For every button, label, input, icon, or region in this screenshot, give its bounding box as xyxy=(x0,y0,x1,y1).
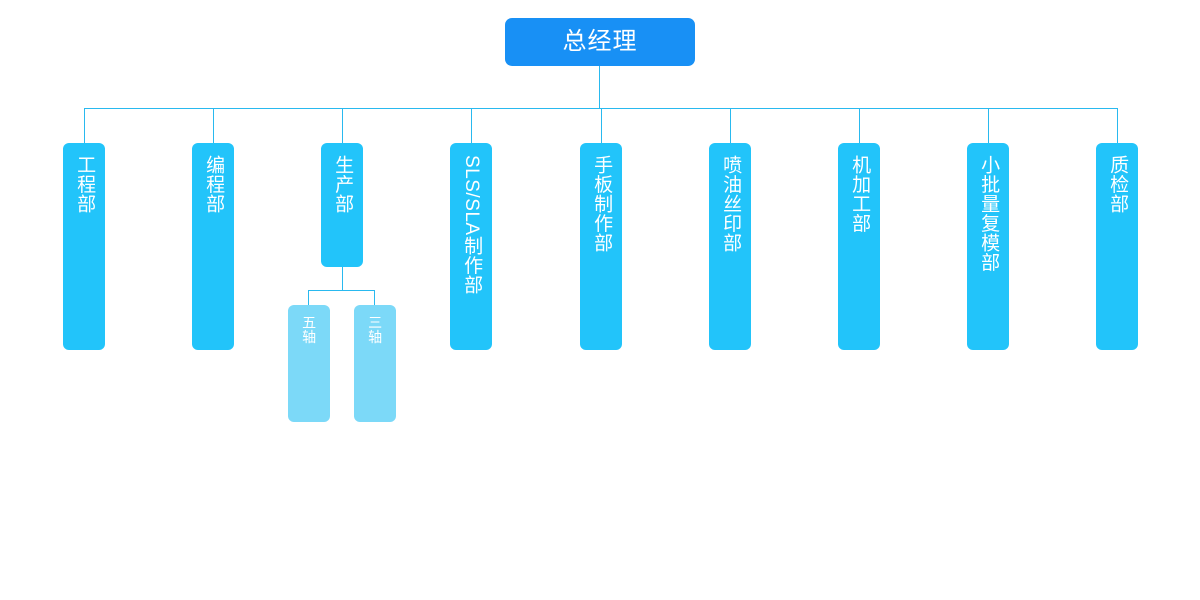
dept-label-engineering: 工程部 xyxy=(74,155,96,214)
connector-drop-4 xyxy=(471,108,473,143)
dept-label-sls-sla-fabrication: SLS/SLA制作部 xyxy=(461,155,483,295)
dept-node-machining[interactable]: 机加工部 xyxy=(838,143,880,350)
subdept-node-three-axis[interactable]: 三轴 xyxy=(354,305,396,422)
dept-node-production[interactable]: 生产部 xyxy=(321,143,363,267)
connector-production-drop-5axis xyxy=(308,290,310,305)
root-node-label: 总经理 xyxy=(562,28,638,55)
dept-node-engineering[interactable]: 工程部 xyxy=(63,143,105,350)
dept-node-quality-inspection[interactable]: 质检部 xyxy=(1096,143,1138,350)
connector-root-stem xyxy=(599,66,601,108)
subdept-label-five-axis: 五轴 xyxy=(301,315,318,344)
subdept-node-five-axis[interactable]: 五轴 xyxy=(288,305,330,422)
connector-drop-7 xyxy=(859,108,861,143)
dept-label-quality-inspection: 质检部 xyxy=(1107,155,1129,214)
dept-node-sls-sla-fabrication[interactable]: SLS/SLA制作部 xyxy=(450,143,492,350)
dept-node-painting-silkscreen[interactable]: 喷油丝印部 xyxy=(709,143,751,350)
connector-drop-9 xyxy=(1117,108,1119,143)
dept-label-prototype-making: 手板制作部 xyxy=(591,155,613,253)
dept-label-small-batch-duplication: 小批量复模部 xyxy=(978,155,1000,272)
connector-production-bus xyxy=(308,290,375,292)
dept-node-small-batch-duplication[interactable]: 小批量复模部 xyxy=(967,143,1009,350)
connector-drop-5 xyxy=(601,108,603,143)
dept-label-programming: 编程部 xyxy=(203,155,225,214)
root-node-general-manager[interactable]: 总经理 xyxy=(505,18,695,66)
connector-drop-8 xyxy=(988,108,990,143)
connector-production-drop-3axis xyxy=(374,290,376,305)
subdept-label-three-axis: 三轴 xyxy=(367,315,384,344)
dept-label-machining: 机加工部 xyxy=(849,155,871,233)
dept-node-programming[interactable]: 编程部 xyxy=(192,143,234,350)
connector-drop-1 xyxy=(84,108,86,143)
dept-label-production: 生产部 xyxy=(332,155,354,214)
connector-production-stem xyxy=(342,267,344,290)
dept-node-prototype-making[interactable]: 手板制作部 xyxy=(580,143,622,350)
connector-drop-3 xyxy=(342,108,344,143)
connector-drop-6 xyxy=(730,108,732,143)
dept-label-painting-silkscreen: 喷油丝印部 xyxy=(720,155,742,253)
connector-drop-2 xyxy=(213,108,215,143)
